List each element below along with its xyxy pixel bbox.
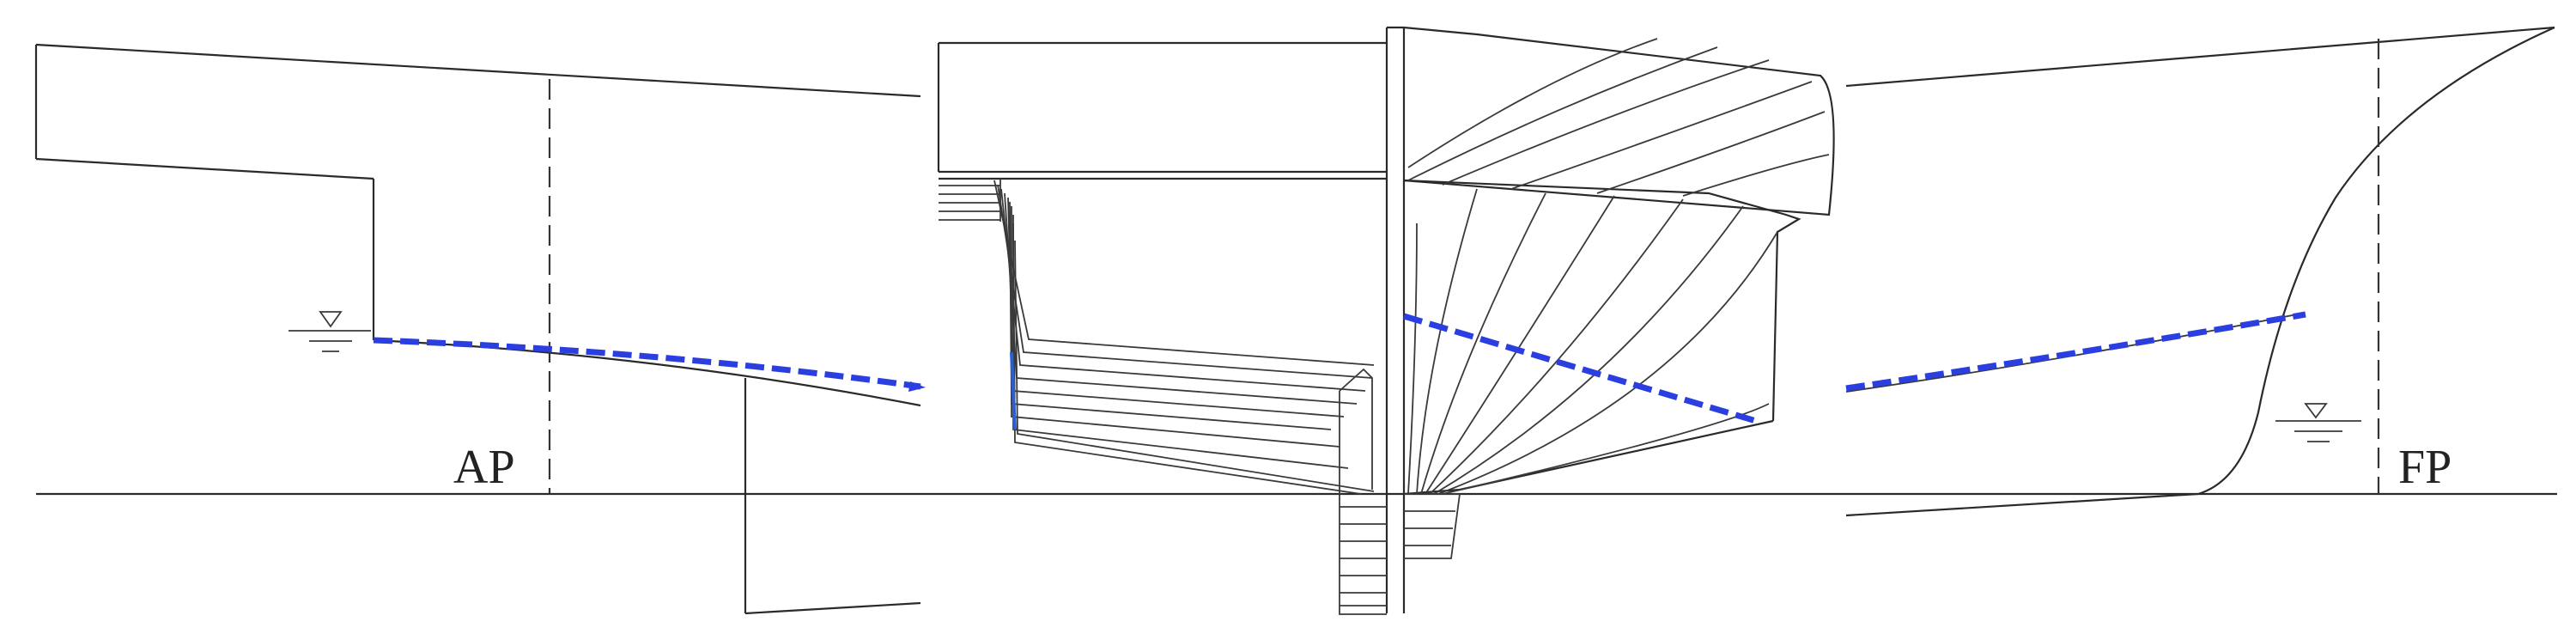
stern-skeg (1339, 368, 1387, 615)
fore-stations (1407, 38, 1830, 495)
waterline-triangle-icon (2275, 403, 2361, 442)
bow-bulb (1404, 493, 1461, 559)
body-waterline (1403, 313, 1757, 424)
bow-profile (1845, 26, 2555, 517)
aft-stations (993, 180, 1375, 495)
aft-waterline (373, 337, 921, 390)
ap-label: AP (453, 441, 515, 494)
body-plan (937, 26, 1835, 615)
fore-waterline (1845, 311, 2306, 392)
waterline-triangle-icon (289, 311, 371, 352)
fp-label: FP (2398, 441, 2451, 494)
stern-profile (34, 43, 926, 615)
